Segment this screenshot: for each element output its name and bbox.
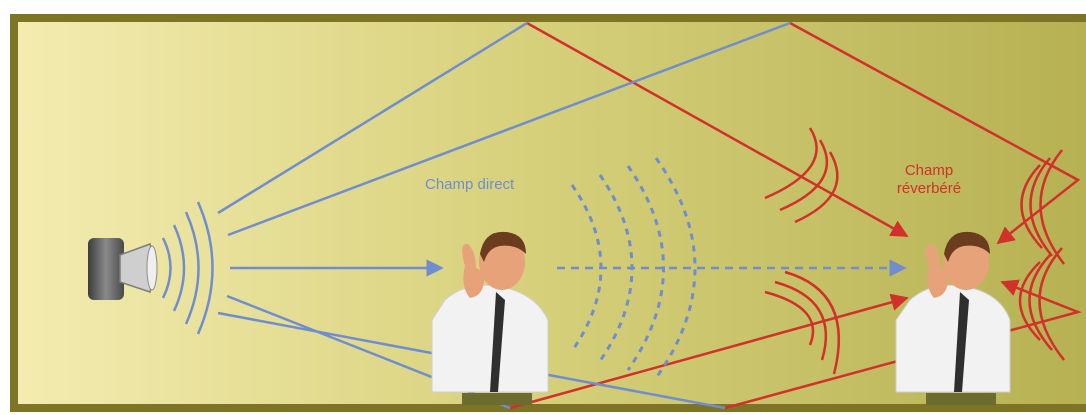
reverberant-field-label-line2: réverbéré xyxy=(874,180,984,198)
direct-field-label: Champ direct xyxy=(425,176,514,194)
reverberant-field-label-line1: Champ xyxy=(874,162,984,180)
loudspeaker-icon xyxy=(88,238,157,300)
reverberant-field-label: Champ réverbéré xyxy=(874,162,984,198)
